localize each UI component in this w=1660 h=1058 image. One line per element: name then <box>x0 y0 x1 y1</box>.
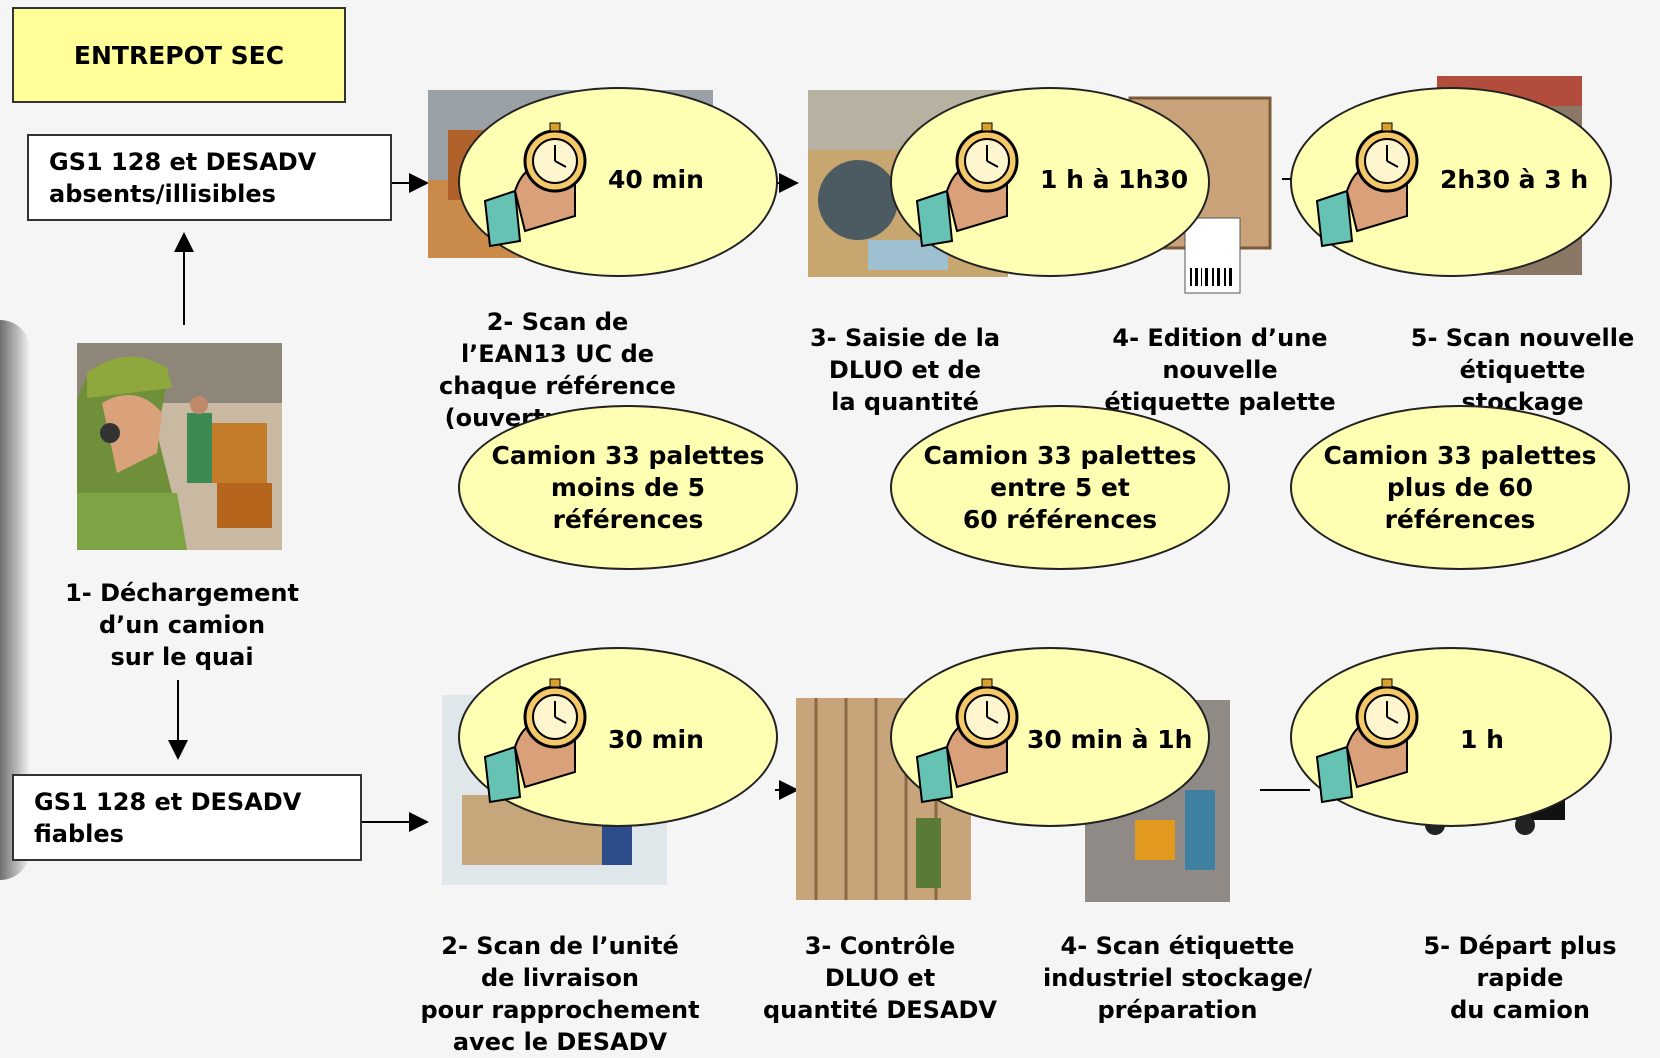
top-step3-caption: 3- Saisie de la DLUO et de la quantité <box>809 324 1001 416</box>
stopwatch-hand-icon <box>480 677 600 811</box>
timer-top-2: 1 h à 1h30 <box>890 87 1210 277</box>
bottom-step4-caption: 4- Scan étiquette industriel stockage/ p… <box>1042 932 1313 1024</box>
truck-scenario-3: Camion 33 palettes plus de 60 références <box>1290 405 1630 570</box>
bottom-step5-caption: 5- Départ plus rapide du camion <box>1423 932 1617 1024</box>
bottom-step2-caption: 2- Scan de l’unité de livraison pour rap… <box>420 932 700 1056</box>
timer-label: 2h30 à 3 h <box>1440 165 1589 194</box>
stopwatch-hand-icon <box>480 121 600 255</box>
timer-label: 30 min <box>608 725 704 754</box>
timer-label: 1 h <box>1460 725 1504 754</box>
timer-bottom-2: 30 min à 1h <box>890 647 1210 827</box>
truck-scenario-2: Camion 33 palettes entre 5 et 60 référen… <box>890 405 1230 570</box>
worker-clipart <box>77 343 282 550</box>
timer-bottom-3: 1 h <box>1290 647 1612 827</box>
timer-label: 40 min <box>608 165 704 194</box>
timer-label: 1 h à 1h30 <box>1040 165 1189 194</box>
stopwatch-hand-icon <box>912 121 1032 255</box>
page-title: ENTREPOT SEC <box>12 7 346 103</box>
top-step5-caption: 5- Scan nouvelle étiquette stockage <box>1410 324 1635 416</box>
timer-bottom-1: 30 min <box>458 647 778 827</box>
bottom-step3-caption: 3- Contrôle DLUO et quantité DESADV <box>762 932 998 1024</box>
box-codes-reliable: GS1 128 et DESADV fiables <box>12 774 362 861</box>
timer-label: 30 min à 1h <box>1027 725 1193 754</box>
truck-scenario-1: Camion 33 palettes moins de 5 références <box>458 405 798 570</box>
box-codes-absent: GS1 128 et DESADV absents/illisibles <box>27 134 392 221</box>
stopwatch-hand-icon <box>1312 121 1432 255</box>
top-step4-caption: 4- Edition d’une nouvelle étiquette pale… <box>1104 324 1336 416</box>
timer-top-1: 40 min <box>458 87 778 277</box>
step1-caption: 1- Déchargement d’un camion sur le quai <box>65 579 299 671</box>
timer-top-3: 2h30 à 3 h <box>1290 87 1612 277</box>
stopwatch-hand-icon <box>912 677 1032 811</box>
stopwatch-hand-icon <box>1312 677 1432 811</box>
